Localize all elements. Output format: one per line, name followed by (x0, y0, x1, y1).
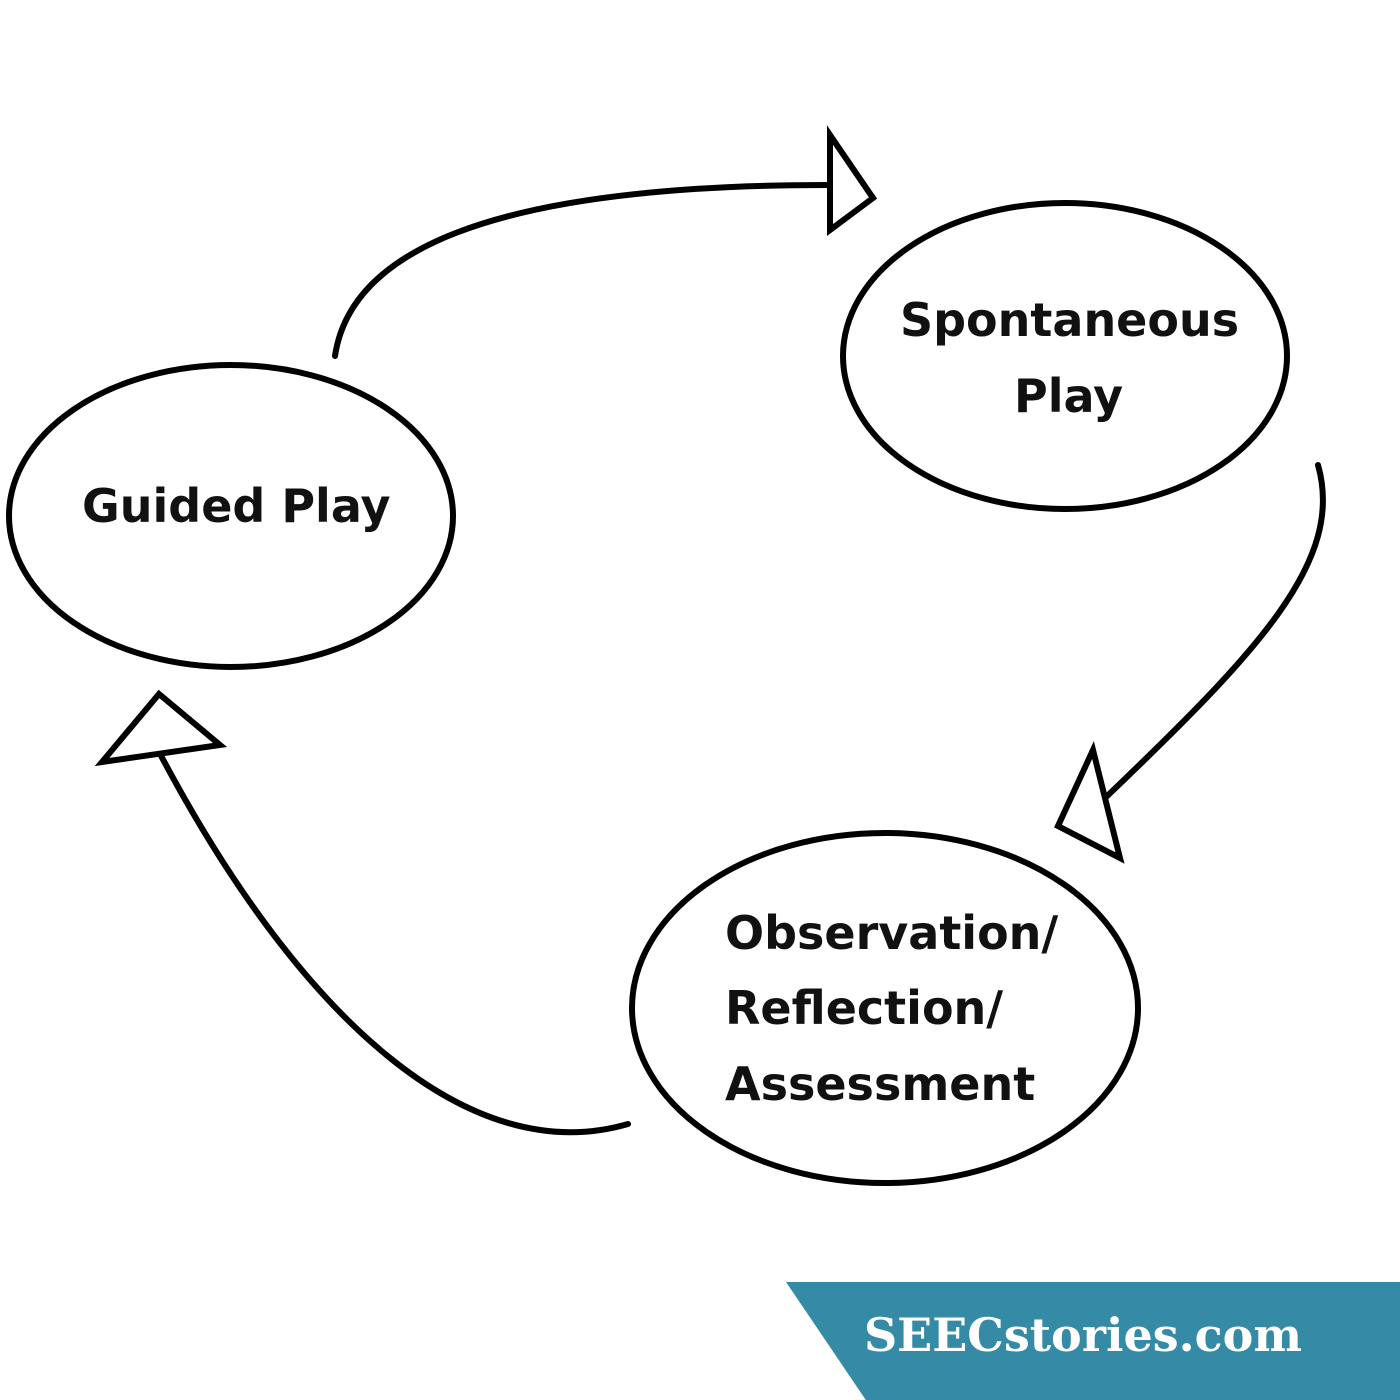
node-observation-reflection-assessment (629, 830, 1141, 1186)
spontaneous-label-line-2: Play (1014, 369, 1123, 423)
arrowhead-to-observation (1054, 740, 1125, 864)
observation-label-line-2: Reflection/ (725, 981, 1003, 1035)
website-banner: SEECstories.com (786, 1282, 1400, 1400)
edge-observation-to-guided (155, 747, 631, 1136)
edge-spontaneous-to-observation (1100, 462, 1326, 803)
website-url: SEECstories.com (863, 1308, 1302, 1362)
node-guided-play (6, 362, 456, 670)
arrowhead-to-spontaneous (827, 125, 878, 236)
observation-label-line-3: Assessment (725, 1057, 1035, 1111)
arrowhead-to-guided (94, 689, 228, 767)
node-spontaneous-play (840, 200, 1290, 512)
edge-guided-to-spontaneous (332, 182, 831, 359)
spontaneous-label-line-1: Spontaneous (900, 293, 1239, 347)
guided-play-label: Guided Play (82, 479, 390, 533)
observation-label-line-1: Observation/ (725, 906, 1058, 960)
